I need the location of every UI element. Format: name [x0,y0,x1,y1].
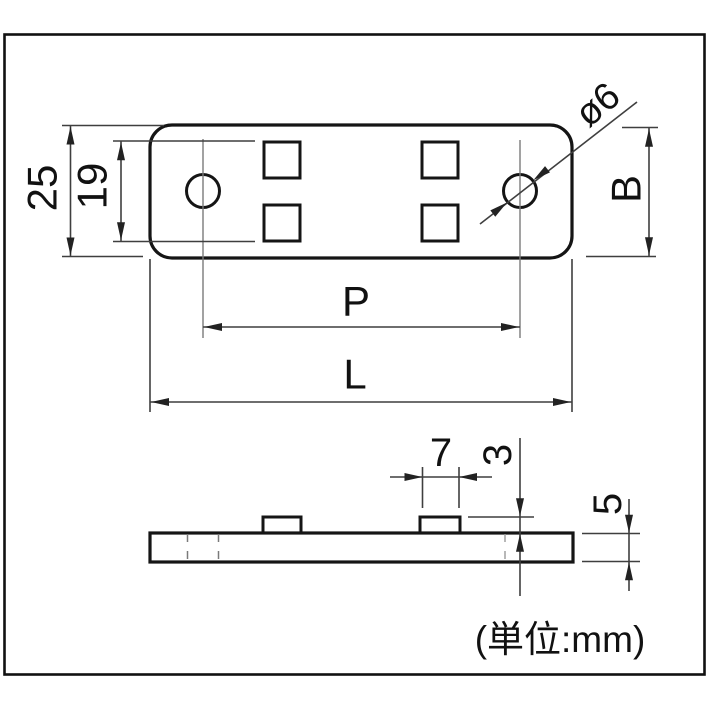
arrowhead [66,126,75,145]
width-label: B [603,175,650,203]
boss-height-label: 3 [476,444,520,466]
hole-diameter-label: ø6 [567,75,628,136]
square-hole-top-right [420,140,460,180]
side-view: 7 3 5 [148,431,640,596]
arrowhead [645,128,653,147]
square-hole-top-left [262,140,302,180]
arrowhead [516,498,524,517]
dim-boss-width: 7 [390,431,492,508]
boss-left [261,515,303,535]
arrowhead [404,473,423,481]
arrowhead [553,398,571,406]
arrowhead [66,237,75,256]
dim-hole-span: 19 [69,140,255,243]
dim-width-b: B [586,126,658,258]
dim-overall-height: 25 [19,124,164,258]
top-view: 25 19 ø6 B [19,75,658,412]
arrowhead [151,398,169,406]
dim-hole-pitch: P [203,278,520,331]
dim-overall-length: L [149,259,573,412]
hole-span-label: 19 [69,163,116,210]
thickness-label: 5 [586,493,630,515]
arrowhead [490,202,507,217]
arrowhead [516,533,524,552]
arrowhead [459,473,477,481]
arrowhead [645,237,653,256]
dim-boss-height: 3 [468,438,534,596]
boss-width-label: 7 [430,431,452,475]
arrowhead [501,323,519,331]
arrowhead [204,323,222,331]
arrowhead [117,222,125,241]
arrowhead [117,142,125,161]
square-hole-bottom-right [420,203,460,243]
unit-note: (単位:mm) [475,619,646,660]
arrowhead [625,562,633,581]
overall-length-label: L [343,351,366,398]
arrowhead [625,514,633,533]
plate-outline [148,123,574,260]
hole-pitch-label: P [342,278,370,325]
overall-height-label: 25 [19,165,66,212]
plate-side-outline [148,531,575,564]
dim-thickness: 5 [582,493,640,591]
square-hole-bottom-left [262,203,302,243]
arrowhead [533,166,550,181]
boss-right [418,515,462,535]
drawing-frame [3,33,706,676]
leader-line [479,101,638,225]
